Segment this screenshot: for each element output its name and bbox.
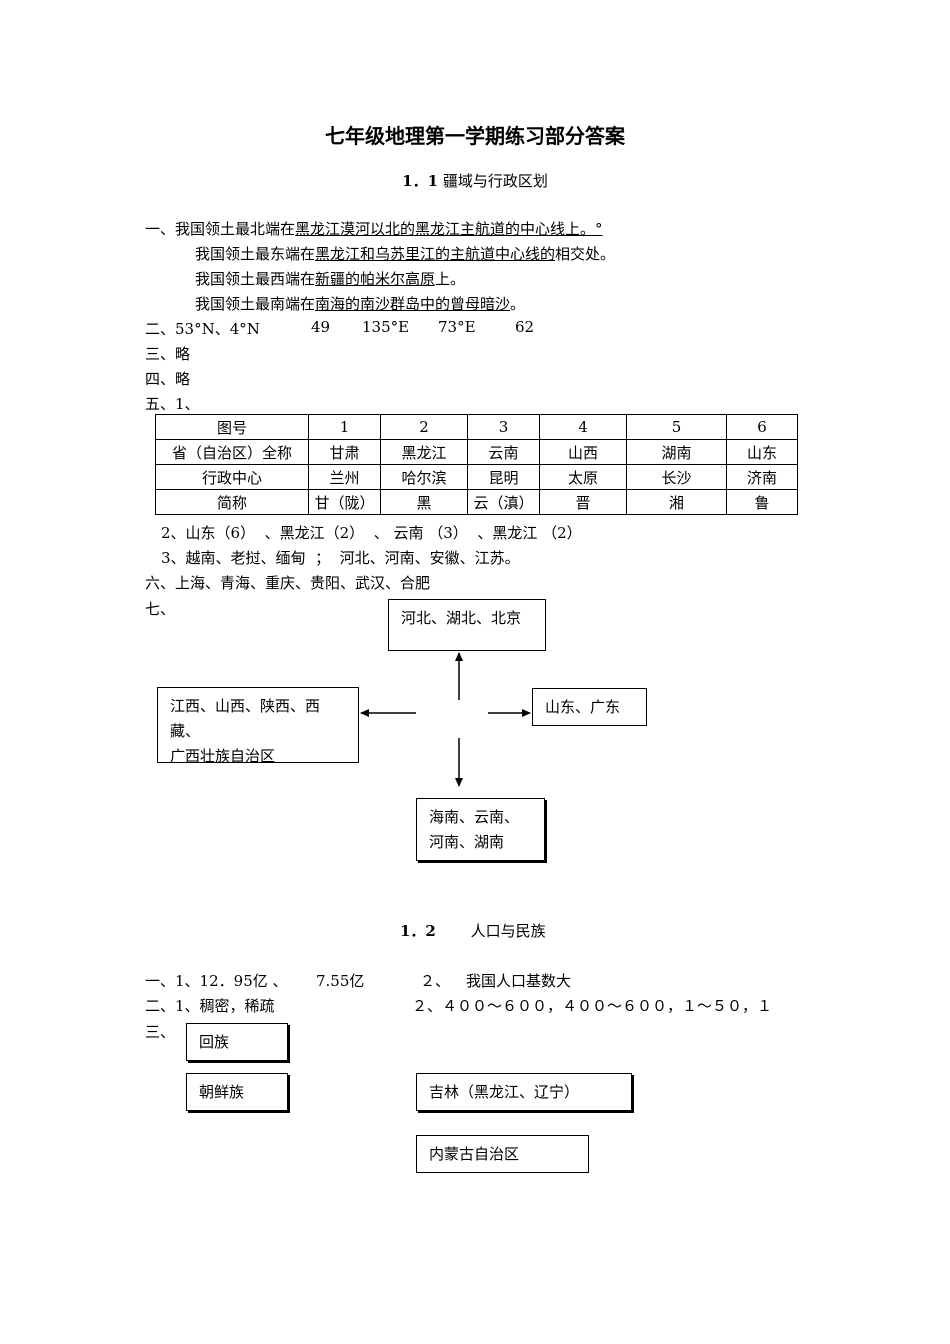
q1-line-1: 一、我国领土最北端在黑龙江漠河以北的黑龙江主航道的中心线上。° bbox=[145, 218, 603, 239]
table-cell: 简称 bbox=[155, 489, 309, 515]
section-heading-1-2: 1．2 人口与民族 bbox=[400, 920, 546, 941]
section-number: 1．2 bbox=[400, 922, 436, 940]
box-text-line: 河南、湖南 bbox=[429, 833, 505, 851]
answer-value: 53°N、4°N bbox=[175, 320, 260, 338]
table-row: 省（自治区）全称 甘肃 黑龙江 云南 山西 湖南 山东 bbox=[155, 439, 798, 465]
table-cell: 兰州 bbox=[308, 464, 381, 490]
box-chaoxian: 朝鲜族 bbox=[186, 1073, 288, 1111]
q7-label: 七、 bbox=[145, 600, 176, 618]
q4-line: 四、略 bbox=[145, 370, 191, 388]
box-text-line: 海南、云南、 bbox=[429, 808, 520, 826]
table-cell: 哈尔滨 bbox=[380, 464, 468, 490]
table-cell: 晋 bbox=[539, 489, 627, 515]
s2-q2-line: 二、1、稠密，稀疏 bbox=[145, 995, 275, 1016]
question-prefix: 我国领土最南端在 bbox=[195, 295, 316, 313]
s2-q3-label: 三、 bbox=[145, 1023, 176, 1041]
answer-suffix: 上。 bbox=[435, 270, 466, 288]
answer-value: 1、稠密，稀疏 bbox=[175, 997, 275, 1015]
table-cell: 黑 bbox=[380, 489, 468, 515]
table-cell: 云南 bbox=[467, 439, 540, 465]
table-row: 简称 甘（陇） 黑 云（滇） 晋 湘 鲁 bbox=[155, 489, 798, 515]
answer-suffix: 。 bbox=[510, 295, 526, 313]
answer-text: 新疆的帕米尔高原 bbox=[315, 270, 436, 288]
q1-line-2: 我国领土最东端在黑龙江和乌苏里江的主航道中心线的相交处。 bbox=[195, 243, 615, 264]
question-label: 一、 bbox=[145, 220, 176, 238]
q5-label: 五、1、 bbox=[145, 395, 200, 413]
question-prefix: 我国领土最东端在 bbox=[195, 245, 316, 263]
answer-text: 黑龙江和乌苏里江的主航道中心线的 bbox=[315, 245, 556, 263]
answer-value: 1、12．95亿 、 bbox=[175, 972, 288, 990]
answer-value: ２、４００～６００，４００～６００，１～５０，１ bbox=[412, 997, 773, 1015]
table-cell: 鲁 bbox=[726, 489, 798, 515]
answer-value: 135°E bbox=[362, 318, 410, 336]
table-cell: 甘（陇） bbox=[308, 489, 381, 515]
q1-line-4: 我国领土最南端在南海的南沙群岛中的曾母暗沙。 bbox=[195, 293, 525, 314]
answer-value: 62 bbox=[515, 318, 535, 336]
table-cell: 昆明 bbox=[467, 464, 540, 490]
box-text: 吉林（黑龙江、辽宁） bbox=[429, 1083, 580, 1101]
section-number: 1．1 bbox=[402, 172, 439, 190]
answer-suffix: 相交处。 bbox=[555, 245, 616, 263]
table-header-row: 图号 1 2 3 4 5 6 bbox=[155, 414, 798, 440]
table-cell: 行政中心 bbox=[155, 464, 309, 490]
diagram-box-east: 山东、广东 bbox=[532, 688, 647, 726]
q5-2-line: 2、山东（6） 、黑龙江（2） 、 云南 （3） 、黑龙江 （2） bbox=[161, 524, 582, 542]
section-title: 疆域与行政区划 bbox=[442, 172, 548, 190]
question-prefix: 我国领土最西端在 bbox=[195, 270, 316, 288]
page-title: 七年级地理第一学期练习部分答案 bbox=[325, 124, 625, 148]
diagram-box-west: 江西、山西、陕西、西藏、 广西壮族自治区 bbox=[157, 687, 359, 765]
answer-text: 南海的南沙群岛中的曾母暗沙 bbox=[315, 295, 511, 313]
box-text: 河北、湖北、北京 bbox=[401, 609, 522, 627]
answer-value: 我国人口基数大 bbox=[466, 972, 572, 990]
box-hui: 回族 bbox=[186, 1023, 288, 1061]
table-cell: 4 bbox=[539, 414, 627, 440]
province-table: 图号 1 2 3 4 5 6 省（自治区）全称 甘肃 黑龙江 云南 山西 湖南 … bbox=[155, 414, 798, 515]
box-text: 山东、广东 bbox=[545, 698, 621, 716]
box-neimenggu: 内蒙古自治区 bbox=[416, 1135, 589, 1173]
table-cell: 1 bbox=[308, 414, 381, 440]
box-text: 内蒙古自治区 bbox=[429, 1145, 520, 1163]
diagram-box-north: 河北、湖北、北京 bbox=[388, 599, 546, 651]
section-title: 人口与民族 bbox=[470, 922, 546, 940]
question-label: 一、 bbox=[145, 972, 176, 990]
box-text: 朝鲜族 bbox=[199, 1083, 245, 1101]
question-subnumber: ２、 bbox=[420, 972, 451, 990]
q5-3-line: 3、越南、老挝、缅甸 ； 河北、河南、安徽、江苏。 bbox=[161, 549, 520, 567]
q2-line: 二、53°N、4°N bbox=[145, 318, 260, 339]
diagram-box-south: 海南、云南、 河南、湖南 bbox=[416, 798, 545, 861]
q6-line: 六、上海、青海、重庆、贵阳、武汉、合肥 bbox=[145, 574, 431, 592]
question-prefix: 我国领土最北端在 bbox=[175, 220, 296, 238]
table-cell: 省（自治区）全称 bbox=[155, 439, 309, 465]
table-cell: 湘 bbox=[626, 489, 727, 515]
table-cell: 3 bbox=[467, 414, 540, 440]
table-cell: 黑龙江 bbox=[380, 439, 468, 465]
q3-line: 三、略 bbox=[145, 345, 191, 363]
question-label: 二、 bbox=[145, 997, 176, 1015]
answer-value: 73°E bbox=[438, 318, 476, 336]
s2-q1-line: 一、1、12．95亿 、 bbox=[145, 970, 288, 991]
box-text-line: 江西、山西、陕西、西藏、 bbox=[170, 697, 321, 740]
q1-line-3: 我国领土最西端在新疆的帕米尔高原上。 bbox=[195, 268, 465, 289]
table-cell: 云（滇） bbox=[467, 489, 540, 515]
answer-text: 黑龙江漠河以北的黑龙江主航道的中心线上。 bbox=[295, 220, 596, 238]
table-cell: 2 bbox=[380, 414, 468, 440]
section-heading-1-1: 1．1 疆域与行政区划 bbox=[0, 170, 950, 191]
answer-value: 7.55亿 bbox=[316, 972, 365, 990]
answer-suffix: ° bbox=[595, 220, 603, 238]
answer-value: 49 bbox=[311, 318, 331, 336]
box-jilin: 吉林（黑龙江、辽宁） bbox=[416, 1073, 632, 1111]
box-text: 回族 bbox=[199, 1033, 230, 1051]
box-text-line: 广西壮族自治区 bbox=[170, 747, 276, 765]
table-cell: 甘肃 bbox=[308, 439, 381, 465]
question-label: 二、 bbox=[145, 320, 176, 338]
table-cell: 5 bbox=[626, 414, 727, 440]
table-cell: 图号 bbox=[155, 414, 309, 440]
table-cell: 6 bbox=[726, 414, 798, 440]
